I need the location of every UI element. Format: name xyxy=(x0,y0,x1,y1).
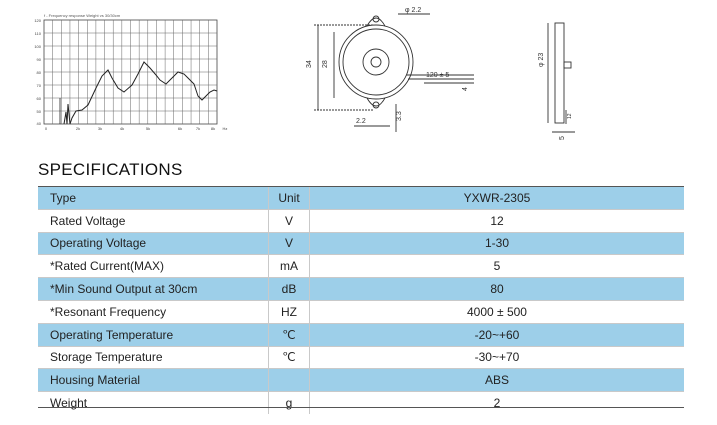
x-tick-label: 6k xyxy=(178,126,182,131)
housing-outer xyxy=(338,24,414,100)
sound-hole xyxy=(370,56,382,68)
x-tick-label: 7k xyxy=(196,126,200,131)
side-view-drawing xyxy=(547,22,575,133)
spec-unit-cell: mA xyxy=(268,254,310,279)
side-lead xyxy=(563,61,572,69)
y-axis-ticks: 120 110 100 90 80 70 60 50 40 xyxy=(34,18,41,126)
y-tick-label: 40 xyxy=(37,121,42,126)
drawings-area: f - Frequency response Weight vs 30/30cm… xyxy=(34,7,575,140)
spec-parameter-cell: Rated Voltage xyxy=(38,209,269,233)
spec-parameter-cell: Storage Temperature xyxy=(38,346,269,370)
y-tick-label: 60 xyxy=(37,96,42,101)
bottom-mounting-hole xyxy=(372,101,380,109)
height-inner-label: 28 xyxy=(322,60,329,68)
diameter-label: φ 23 xyxy=(538,53,545,67)
housing-ring-2 xyxy=(362,48,390,76)
graph-caption: f - Frequency response Weight vs 30/30cm xyxy=(44,13,121,18)
spec-unit-cell xyxy=(268,368,310,393)
x-axis-ticks: 0 2k 3k 4k 5k 6k 7k 8k Hz xyxy=(45,126,228,131)
x-tick-label: 8k xyxy=(211,126,215,131)
x-tick-label: 5k xyxy=(146,126,150,131)
spec-value-cell: ABS xyxy=(309,368,684,393)
spec-row: Operating Temperature℃-20~+60 xyxy=(38,323,684,347)
bottom-mounting-tab xyxy=(366,97,386,107)
spec-unit-cell: V xyxy=(268,209,310,233)
spec-parameter-cell: Housing Material xyxy=(38,368,269,393)
top-mounting-hole xyxy=(372,15,380,23)
y-tick-label: 90 xyxy=(37,57,42,62)
spec-value-cell: 4000 ± 500 xyxy=(309,300,684,324)
front-view-drawing xyxy=(314,13,474,132)
y-tick-label: 80 xyxy=(37,70,42,75)
tab-width-label: 2.2 xyxy=(356,118,366,125)
spec-unit-cell: HZ xyxy=(268,300,310,324)
x-tick-label: 3k xyxy=(98,126,102,131)
housing-ring-1 xyxy=(342,28,410,96)
spec-value-cell: -30~+70 xyxy=(309,346,684,370)
spec-row: Housing Material ABS xyxy=(38,368,684,393)
y-tick-label: 110 xyxy=(35,31,42,36)
spec-value-cell: -20~+60 xyxy=(309,323,684,347)
spec-parameter-cell: Operating Voltage xyxy=(38,232,269,256)
thickness-label: 5 xyxy=(559,136,566,140)
spec-unit-cell: ℃ xyxy=(268,323,310,347)
spec-unit-cell: ℃ xyxy=(268,346,310,370)
table-top-rule xyxy=(38,186,684,187)
lead-dim-label: 12 xyxy=(567,113,573,119)
front-view-dimensions: φ 2.2 34 28 120 ± 5 4 2.2 3.3 xyxy=(306,7,469,125)
x-tick-label: Hz xyxy=(223,126,228,131)
top-mounting-tab xyxy=(366,17,386,27)
spec-row: Storage Temperature℃-30~+70 xyxy=(38,346,684,370)
graph-grid xyxy=(44,20,217,124)
spec-row: Weight g 2 xyxy=(38,391,684,414)
spec-value-cell: 1-30 xyxy=(309,232,684,256)
spec-unit-cell: Unit xyxy=(268,187,310,210)
y-tick-label: 100 xyxy=(34,44,41,49)
spec-parameter-cell: *Resonant Frequency xyxy=(38,300,269,324)
spec-value-cell: 80 xyxy=(309,277,684,301)
frequency-response-graph: f - Frequency response Weight vs 30/30cm… xyxy=(34,13,227,131)
spec-value-cell: 2 xyxy=(493,396,501,411)
spec-parameter-cell: Weight xyxy=(50,396,88,411)
side-view-dimensions: φ 23 12 5 xyxy=(538,53,573,140)
specifications-title: SPECIFICATIONS xyxy=(38,160,183,179)
tab-height-label: 3.3 xyxy=(396,111,403,121)
spec-value-cell: 12 xyxy=(309,209,684,233)
y-tick-label: 120 xyxy=(34,18,41,23)
side-body xyxy=(554,22,565,124)
y-tick-label: 70 xyxy=(37,83,42,88)
spec-parameter-cell: *Rated Current(MAX) xyxy=(38,254,269,279)
y-tick-label: 50 xyxy=(37,109,42,114)
spec-value-cell: 5 xyxy=(309,254,684,279)
spec-unit-cell: dB xyxy=(268,277,310,301)
response-curve xyxy=(63,61,218,125)
x-tick-label: 2k xyxy=(76,126,80,131)
x-tick-label: 0 xyxy=(45,126,48,131)
height-outer-label: 34 xyxy=(306,60,313,68)
spec-parameter-cell: *Min Sound Output at 30cm xyxy=(38,277,269,301)
spec-parameter-cell: Type xyxy=(38,187,269,210)
lead-small-label: 4 xyxy=(462,87,469,91)
table-bottom-rule xyxy=(38,407,684,408)
hole-dim-label: φ 2.2 xyxy=(405,7,421,14)
lead-length-label: 120 ± 5 xyxy=(426,72,449,79)
x-tick-label: 4k xyxy=(120,126,124,131)
spec-unit-cell: V xyxy=(268,232,310,256)
spec-parameter-cell: Operating Temperature xyxy=(38,323,269,347)
spec-value-cell: YXWR-2305 xyxy=(309,187,684,210)
spec-unit-cell: g xyxy=(268,391,310,414)
